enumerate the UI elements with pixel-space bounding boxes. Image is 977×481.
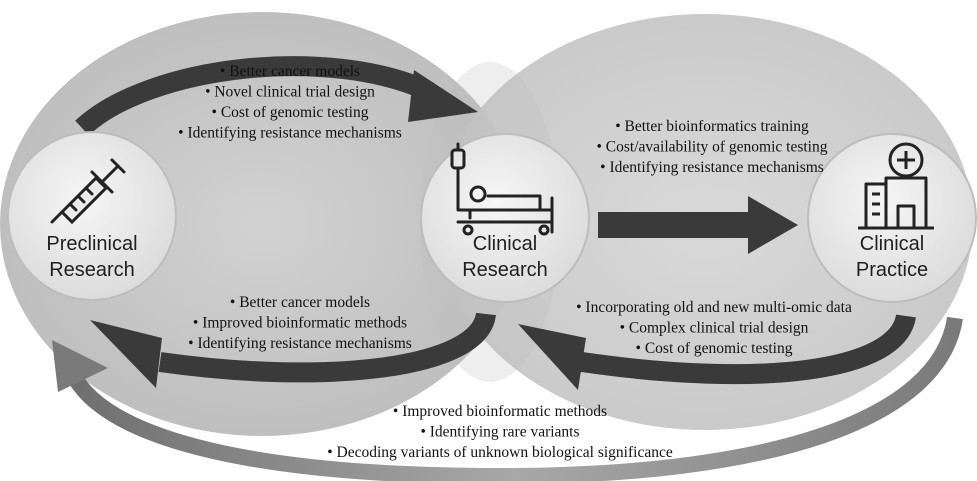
bullet-item: • Identifying rare variants — [420, 424, 579, 441]
bullet-item: • Identifying resistance mechanisms — [178, 125, 402, 142]
node-clinical-research: Clinical Research — [420, 133, 590, 303]
syringe-icon — [50, 158, 126, 225]
preclinical-label-line1: Preclinical — [46, 233, 137, 255]
arrow-clinical-to-practice — [598, 196, 798, 254]
bullet-item: • Identifying resistance mechanisms — [188, 335, 412, 352]
clinical-practice-label-line1: Clinical — [860, 233, 924, 255]
node-preclinical-research: Preclinical Research — [7, 131, 177, 301]
arrow-practice-to-preclinical — [52, 316, 963, 481]
bullet-item: • Complex clinical trial design — [620, 320, 809, 337]
bullet-item: • Incorporating old and new multi-omic d… — [576, 299, 852, 316]
bullet-item: • Cost of genomic testing — [212, 104, 369, 121]
list-clinical-to-preclinical: • Better cancer models • Improved bioinfo… — [188, 294, 412, 352]
list-practice-to-clinical: • Incorporating old and new multi-omic d… — [576, 299, 852, 357]
list-clinical-to-practice: • Better bioinformatics training • Cost/a… — [596, 118, 827, 176]
bullet-item: • Novel clinical trial design — [205, 84, 375, 101]
bullet-item: • Better bioinformatics training — [615, 118, 809, 135]
bullet-item: • Decoding variants of unknown biologica… — [327, 444, 673, 461]
arrow-preclinical-to-clinical — [75, 56, 478, 136]
bullet-item: • Improved bioinformatic methods — [193, 315, 407, 332]
arrow-clinical-to-preclinical — [90, 311, 496, 388]
bullet-item: • Better cancer models — [230, 294, 370, 311]
arrow-practice-to-clinical — [518, 313, 916, 390]
list-preclinical-to-clinical: • Better cancer models • Novel clinical t… — [178, 63, 402, 142]
patient-bed-icon — [450, 142, 554, 236]
clinical-research-label-line1: Clinical — [473, 233, 537, 255]
bullet-item: • Cost/availability of genomic testing — [596, 139, 827, 156]
bullet-item: • Identifying resistance mechanisms — [600, 159, 824, 176]
preclinical-region — [0, 12, 524, 436]
bullet-item: • Better cancer models — [220, 63, 360, 80]
node-clinical-practice: Clinical Practice — [807, 133, 977, 303]
clinical-practice-label-line2: Practice — [856, 259, 928, 281]
bullet-item: • Cost of genomic testing — [636, 340, 793, 357]
list-practice-to-preclinical: • Improved bioinformatic methods • Identi… — [327, 403, 673, 461]
clinical-research-label-line2: Research — [462, 259, 548, 281]
hospital-icon — [858, 142, 934, 230]
preclinical-label-line2: Research — [49, 259, 135, 281]
bullet-item: • Improved bioinformatic methods — [393, 403, 607, 420]
